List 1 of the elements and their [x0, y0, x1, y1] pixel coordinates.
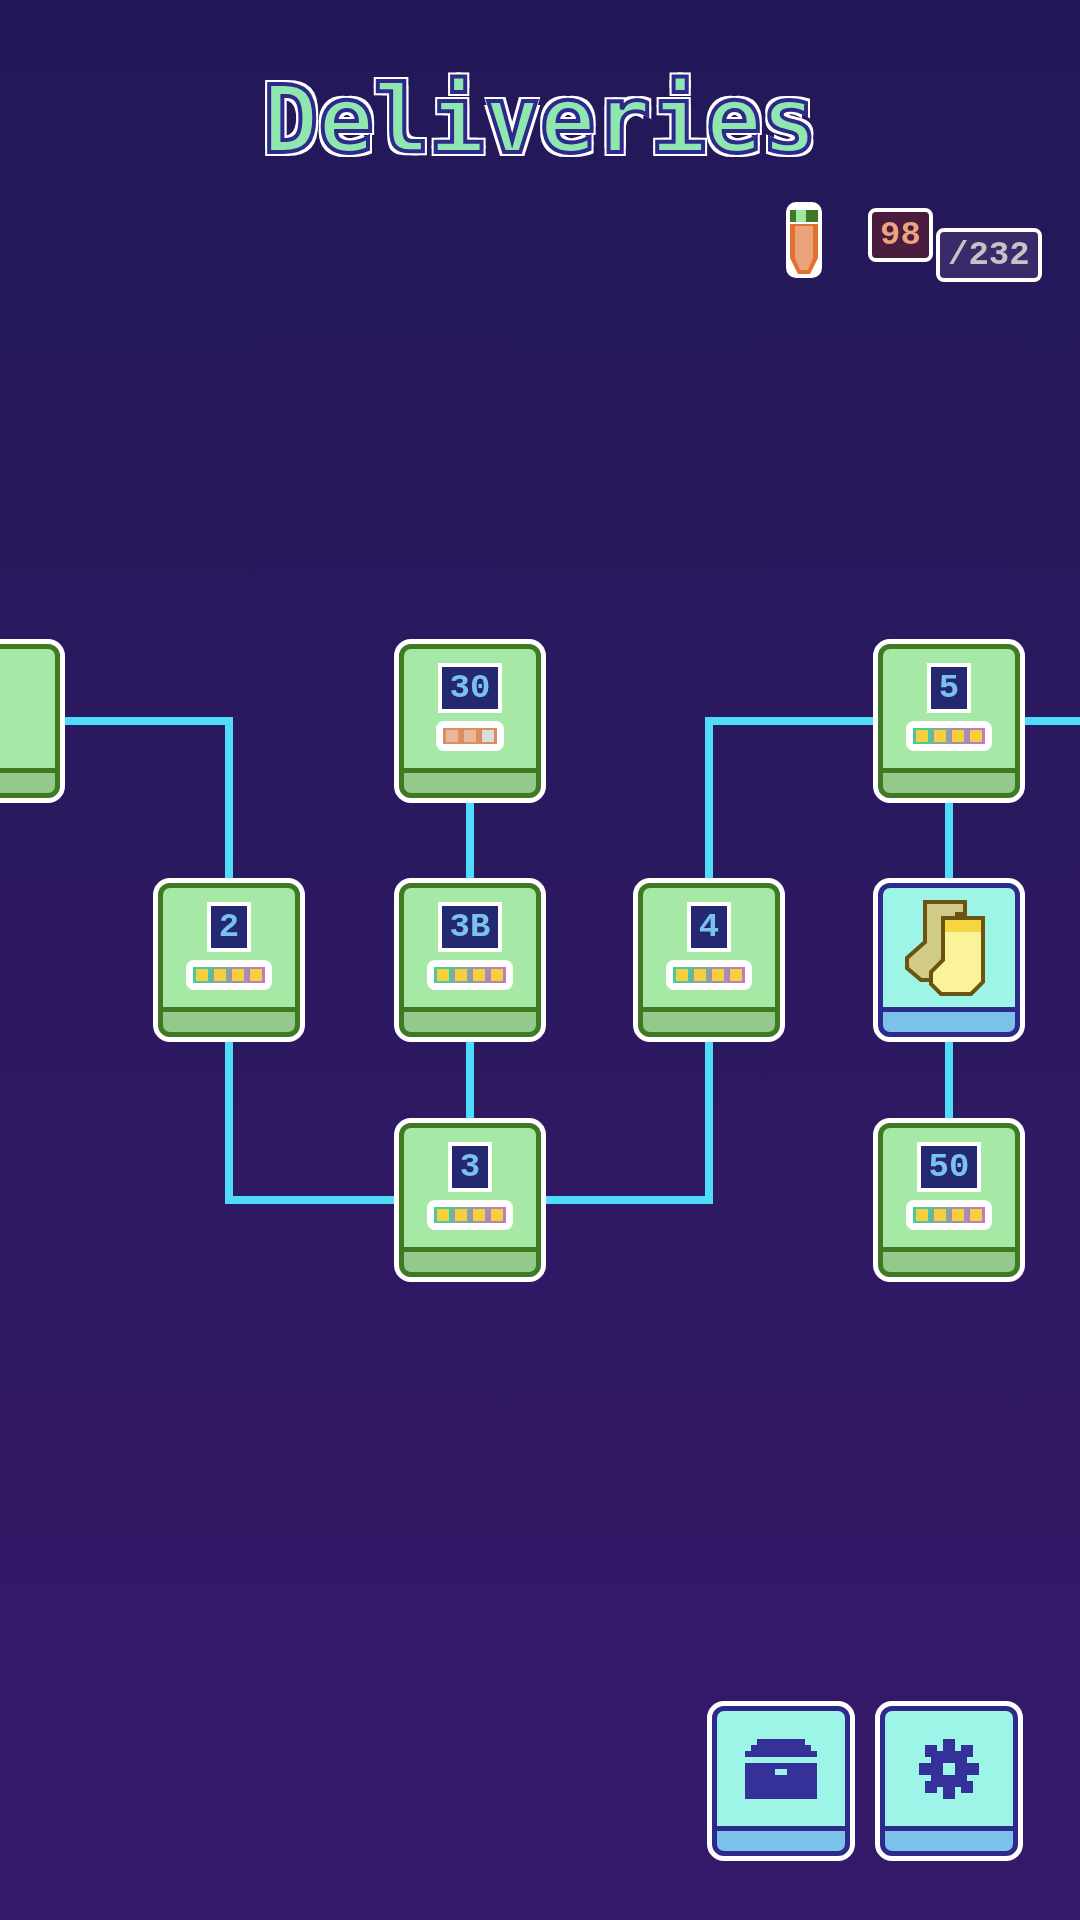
title: Deliveries — [262, 66, 818, 176]
